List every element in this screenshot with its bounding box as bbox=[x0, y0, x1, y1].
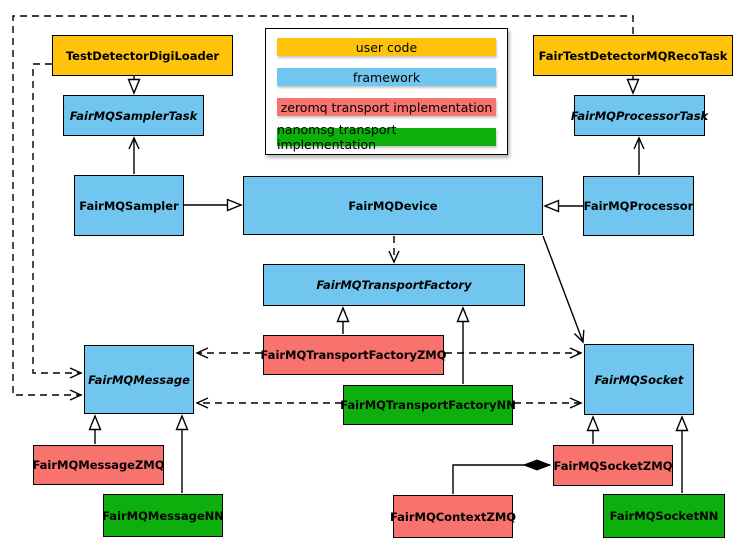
node-label: FairMQTransportFactoryNN bbox=[340, 398, 516, 412]
node-label: FairMQSocket bbox=[594, 372, 684, 387]
node-fairmqcontextzmq: FairMQContextZMQ bbox=[389, 495, 517, 538]
legend-item-user-code: user code bbox=[277, 38, 496, 56]
edge-digiloader-message-dependency bbox=[32, 63, 83, 379]
node-fairmqsocketzmq: FairMQSocketZMQ bbox=[553, 445, 673, 486]
node-testdetectordigiloader: TestDetectorDigiLoader bbox=[52, 35, 233, 76]
legend-label-user-code: user code bbox=[355, 39, 418, 55]
node-fairmqsamplertask: FairMQSamplerTask bbox=[63, 95, 204, 136]
legend-item-zeromq: zeromq transport implementation bbox=[277, 98, 496, 116]
legend-item-nanomsg: nanomsg transport implementation bbox=[277, 122, 496, 152]
node-label: FairTestDetectorMQRecoTask bbox=[538, 48, 728, 63]
node-label: FairMQSocketZMQ bbox=[553, 458, 673, 473]
node-fairtestdetectormqrecotask: FairTestDetectorMQRecoTask bbox=[533, 35, 733, 76]
node-label: FairMQMessageNN bbox=[102, 508, 224, 523]
node-fairmqmessagenn: FairMQMessageNN bbox=[102, 494, 224, 537]
node-label: FairMQProcessor bbox=[583, 199, 694, 213]
node-label: FairMQSocketNN bbox=[609, 509, 719, 523]
node-label: FairMQTransportFactory bbox=[316, 278, 472, 292]
legend-label-zeromq: zeromq transport implementation bbox=[280, 99, 493, 115]
edge-recotask-message-dependency bbox=[12, 15, 634, 401]
edge-device-socket-association bbox=[542, 235, 585, 344]
node-label: FairMQMessageZMQ bbox=[32, 458, 165, 472]
node-label: FairMQMessage bbox=[88, 372, 190, 387]
node-label: FairMQSamplerTask bbox=[69, 108, 198, 123]
node-label: FairMQContextZMQ bbox=[389, 509, 517, 524]
node-label: TestDetectorDigiLoader bbox=[65, 48, 220, 63]
node-label: FairMQSampler bbox=[79, 198, 179, 213]
legend-label-framework: framework bbox=[352, 69, 421, 85]
node-fairmqdevice: FairMQDevice bbox=[243, 176, 543, 235]
node-fairmqmessagezmq: FairMQMessageZMQ bbox=[32, 445, 165, 485]
node-fairmqtransportfactoryzmq: FairMQTransportFactoryZMQ bbox=[260, 335, 447, 375]
node-fairmqtransportfactory: FairMQTransportFactory bbox=[263, 264, 525, 306]
legend: user code framework zeromq transport imp… bbox=[265, 28, 508, 155]
node-label: FairMQProcessorTask bbox=[570, 108, 709, 123]
node-fairmqmessage: FairMQMessage bbox=[84, 345, 194, 414]
node-label: FairMQDevice bbox=[348, 198, 438, 213]
node-fairmqtransportfactorynn: FairMQTransportFactoryNN bbox=[340, 385, 516, 425]
node-fairmqsocket: FairMQSocket bbox=[584, 344, 694, 415]
node-label: FairMQTransportFactoryZMQ bbox=[260, 348, 447, 362]
node-fairmqsocketnn: FairMQSocketNN bbox=[603, 494, 725, 538]
legend-label-nanomsg: nanomsg transport implementation bbox=[277, 122, 397, 152]
edge-contextzmq-socketzmq-composition bbox=[452, 459, 552, 494]
node-fairmqsampler: FairMQSampler bbox=[74, 175, 184, 236]
node-fairmqprocessortask: FairMQProcessorTask bbox=[570, 95, 709, 136]
legend-item-framework: framework bbox=[277, 68, 496, 86]
node-fairmqprocessor: FairMQProcessor bbox=[583, 176, 694, 236]
